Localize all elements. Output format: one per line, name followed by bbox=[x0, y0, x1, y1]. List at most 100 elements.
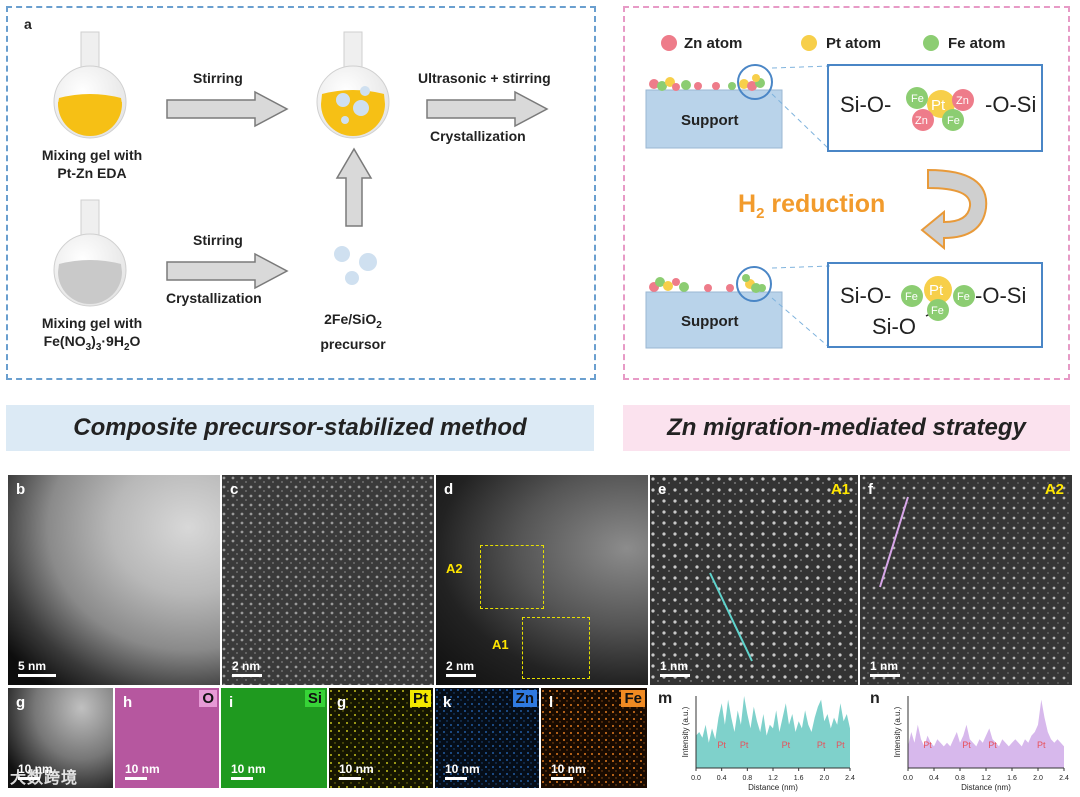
chart-m-xlabel: Distance (nm) bbox=[748, 783, 798, 792]
scale-bar-k: 10 nm bbox=[445, 762, 480, 780]
map-pt: g Pt 10 nm bbox=[329, 688, 433, 788]
micrograph-f-texture bbox=[860, 475, 1072, 685]
micrograph-c-letter: c bbox=[230, 481, 239, 498]
map-k-element: Zn bbox=[512, 690, 537, 707]
bottom-formula-right: -O-Si bbox=[975, 283, 1027, 308]
map-h-element: O bbox=[199, 690, 217, 707]
zoom-lines-bottom bbox=[771, 265, 831, 349]
scale-bar-pt: 10 nm bbox=[339, 762, 374, 780]
precursor-line2: precursor bbox=[320, 335, 386, 352]
scale-bar-f: 1 nm bbox=[870, 659, 900, 677]
region-box-a2 bbox=[480, 545, 544, 609]
panel-a-letter: a bbox=[24, 16, 32, 32]
arrow-up-icon bbox=[335, 147, 373, 227]
region-box-a1 bbox=[522, 617, 590, 679]
chart-n-tick-label: 2.0 bbox=[1033, 775, 1043, 782]
svg-text:Fe: Fe bbox=[957, 291, 970, 303]
micrograph-b-letter: b bbox=[16, 481, 26, 498]
scale-i-text: 10 nm bbox=[231, 762, 266, 776]
arrow-right-icon bbox=[166, 90, 289, 128]
svg-text:Fe: Fe bbox=[905, 291, 918, 303]
precursor-particles-icon bbox=[334, 246, 377, 285]
scale-bar-g: 10 nm bbox=[18, 762, 53, 780]
micrograph-f: f A2 1 nm bbox=[860, 475, 1072, 685]
chart-m-tick-label: 2.4 bbox=[845, 775, 855, 782]
bottom-formula-sub: Si-O bbox=[872, 314, 916, 339]
scale-bar-b: 5 nm bbox=[18, 659, 56, 677]
micrograph-f-tag: A2 bbox=[1044, 481, 1064, 498]
arrow-right-icon bbox=[166, 252, 289, 290]
map-i-silicon: i Si 10 nm bbox=[221, 688, 327, 788]
micrograph-c-texture bbox=[222, 475, 434, 685]
chart-m-tick-label: 1.2 bbox=[768, 775, 778, 782]
precursor-line1: 2Fe/SiO2 bbox=[324, 311, 382, 331]
micrograph-c: c 2 nm bbox=[222, 475, 434, 685]
micrograph-d: d A2 A1 2 nm bbox=[436, 475, 648, 685]
support-label-top: Support bbox=[681, 112, 739, 129]
map-l-letter: l bbox=[549, 694, 554, 711]
map-l-element: Fe bbox=[621, 690, 645, 707]
gel2-caption: Mixing gel with Fe(NO3)3·9H2O bbox=[18, 314, 166, 357]
scale-bar-i: 10 nm bbox=[231, 762, 266, 780]
scale-g-text: 10 nm bbox=[18, 762, 53, 776]
support-top-diagram bbox=[645, 64, 783, 149]
gray-flask-icon bbox=[53, 199, 127, 307]
chart-n-tick-label: 0.0 bbox=[903, 775, 913, 782]
chart-n-annotation: Pt bbox=[1037, 740, 1046, 750]
scale-pt-text: 10 nm bbox=[339, 762, 374, 776]
top-formula-right: -O-Si bbox=[985, 92, 1037, 117]
chart-m-tick-label: 0.4 bbox=[717, 775, 727, 782]
map-k-letter: k bbox=[443, 694, 452, 711]
svg-text:Zn: Zn bbox=[956, 95, 969, 107]
map-pt-letter: g bbox=[337, 694, 347, 711]
chart-m-annotation: Pt bbox=[740, 740, 749, 750]
micrograph-f-letter: f bbox=[868, 481, 873, 498]
gel2-caption-line1: Mixing gel with bbox=[41, 315, 143, 331]
chart-n-area bbox=[908, 699, 1064, 768]
zoom-box-top bbox=[827, 64, 1043, 152]
right-banner: Zn migration-mediated strategy bbox=[623, 405, 1070, 451]
svg-text:Fe: Fe bbox=[931, 305, 944, 317]
bottom-cluster-diagram: Fe Pt Fe Fe bbox=[901, 276, 975, 321]
scale-bar-e: 1 nm bbox=[660, 659, 690, 677]
map-g-letter: g bbox=[16, 694, 26, 711]
chart-m-annotation: Pt bbox=[836, 740, 845, 750]
map-k-zinc: k Zn 10 nm bbox=[435, 688, 539, 788]
support-label-bottom: Support bbox=[681, 313, 739, 330]
chart-n-ylabel: Intensity (a.u.) bbox=[893, 706, 902, 757]
map-h-letter: h bbox=[123, 694, 133, 711]
chart-n-xlabel: Distance (nm) bbox=[961, 783, 1011, 792]
chart-m-tick-label: 2.0 bbox=[819, 775, 829, 782]
pt-atom-legend-icon bbox=[801, 35, 817, 51]
map-pt-element: Pt bbox=[410, 690, 431, 707]
chart-m-tick-label: 0.0 bbox=[691, 775, 701, 782]
micrograph-b: b 5 nm bbox=[8, 475, 220, 685]
top-cluster-diagram: Fe Pt Zn Zn Fe bbox=[906, 87, 974, 131]
region-label-a2: A2 bbox=[446, 561, 463, 576]
legend-zn: Zn atom bbox=[684, 35, 743, 52]
chart-n-annotation: Pt bbox=[923, 740, 932, 750]
micrograph-e-texture bbox=[650, 475, 858, 685]
bottom-formula-left: Si-O- bbox=[840, 283, 892, 308]
chart-m-annotation: Pt bbox=[782, 740, 791, 750]
precursor-caption: 2Fe/SiO2 precursor bbox=[298, 310, 408, 353]
chart-n-tick-label: 0.8 bbox=[955, 775, 965, 782]
chart-m-letter: m bbox=[658, 690, 673, 707]
zn-atom-legend-icon bbox=[661, 35, 677, 51]
micrograph-e-tag: A1 bbox=[830, 481, 850, 498]
top-formula-left: Si-O- bbox=[840, 92, 892, 117]
chart-m-tick-label: 0.8 bbox=[742, 775, 752, 782]
chart-n-tick-label: 0.4 bbox=[929, 775, 939, 782]
stirring-label-bottom: Stirring bbox=[193, 232, 243, 248]
chart-m-ylabel: Intensity (a.u.) bbox=[681, 706, 690, 757]
chart-m-annotation: Pt bbox=[817, 740, 826, 750]
legend-pt: Pt atom bbox=[826, 35, 882, 52]
panel-a-frame bbox=[6, 6, 596, 380]
fe-atom-legend-icon bbox=[923, 35, 939, 51]
chart-m-tick-label: 1.6 bbox=[794, 775, 804, 782]
svg-text:Fe: Fe bbox=[947, 115, 960, 127]
scale-e-text: 1 nm bbox=[660, 659, 689, 673]
mixed-flask-icon bbox=[316, 31, 390, 139]
micrograph-e: e A1 1 nm bbox=[650, 475, 858, 685]
gel2-caption-line2: Fe(NO3)3·9H2O bbox=[43, 333, 141, 353]
